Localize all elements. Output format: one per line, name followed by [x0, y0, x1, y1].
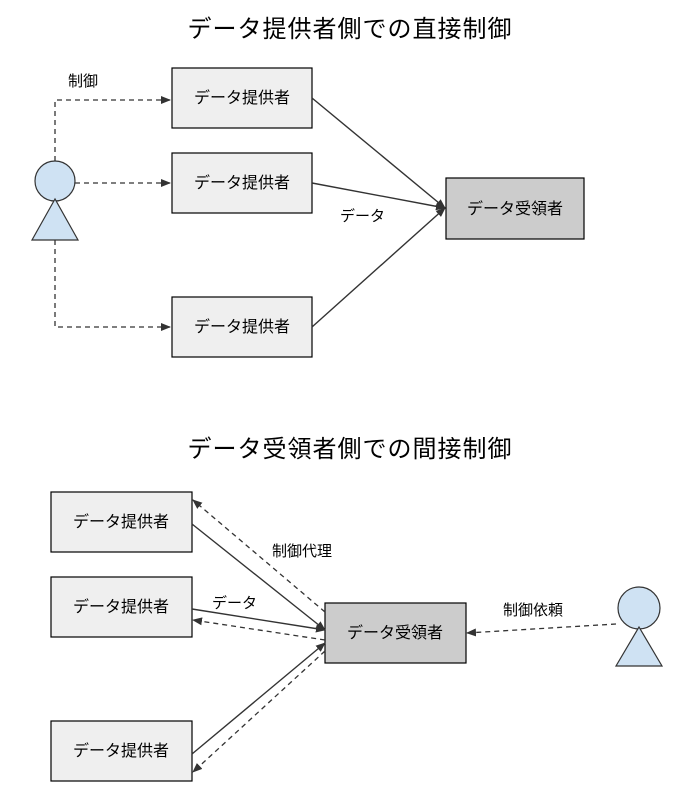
- top-title: データ提供者側での直接制御: [188, 15, 513, 43]
- data-connectors: [311, 97, 446, 328]
- receiver-label: データ受領者: [347, 623, 443, 642]
- request-label: 制御依頼: [503, 601, 563, 619]
- provider-box-5: データ提供者: [50, 576, 193, 638]
- provider-box-6: データ提供者: [50, 720, 193, 782]
- control-label: 制御: [68, 72, 98, 90]
- provider-box-3: データ提供者: [171, 296, 313, 358]
- request-connector: [466, 623, 617, 637]
- proxy-control-connectors: [192, 499, 326, 773]
- provider-label: データ提供者: [73, 741, 169, 760]
- data-connectors: [191, 523, 326, 755]
- receiver-box: データ受領者: [324, 602, 467, 664]
- control-connectors: [54, 96, 171, 331]
- provider-label: データ提供者: [73, 597, 169, 616]
- proxy-label: 制御代理: [272, 542, 332, 560]
- bottom-title: データ受領者側での間接制御: [188, 435, 513, 463]
- user-icon: [30, 160, 80, 241]
- provider-box-1: データ提供者: [171, 67, 313, 129]
- provider-label: データ提供者: [194, 88, 290, 107]
- provider-label: データ提供者: [194, 173, 290, 192]
- data-label: データ: [340, 207, 385, 225]
- provider-label: データ提供者: [73, 512, 169, 531]
- provider-box-4: データ提供者: [50, 491, 193, 553]
- receiver-label: データ受領者: [467, 199, 563, 218]
- data-label: データ: [212, 594, 257, 612]
- receiver-box: データ受領者: [445, 177, 585, 240]
- provider-label: データ提供者: [194, 317, 290, 336]
- user-icon: [614, 586, 664, 667]
- provider-box-2: データ提供者: [171, 152, 313, 214]
